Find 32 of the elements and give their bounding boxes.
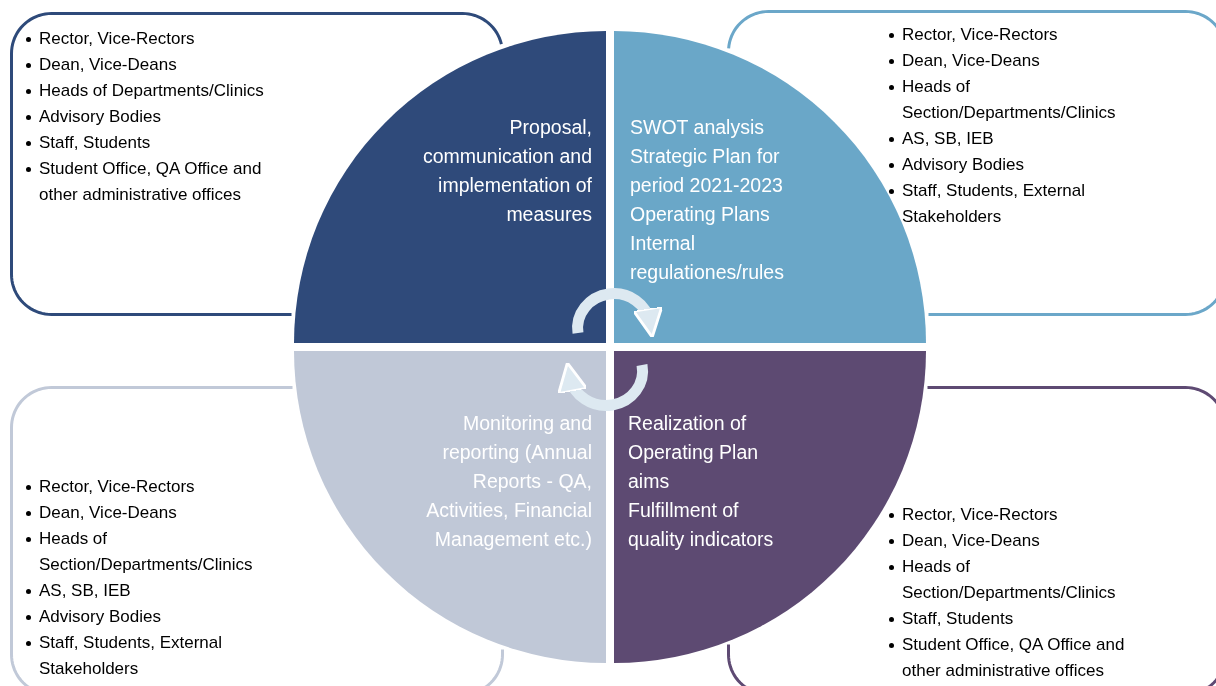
bullet-item: Staff, Students bbox=[902, 608, 1015, 630]
bullet-item: Staff, Students, External Stakeholders bbox=[39, 632, 223, 680]
bullet-item: Staff, Students bbox=[39, 132, 152, 154]
bullet-item: Dean, Vice-Deans bbox=[902, 530, 1041, 552]
bullet-item: Rector, Vice-Rectors bbox=[39, 476, 196, 498]
quadrant-text: Fulfillment of quality indicators bbox=[628, 498, 775, 552]
bullet-item: Staff, Students, External Stakeholders bbox=[902, 180, 1086, 228]
bullet-item: Rector, Vice-Rectors bbox=[39, 28, 196, 50]
bullet-item: Advisory Bodies bbox=[39, 106, 162, 128]
quadrant-text: Proposal, communication and implementation of measures bbox=[421, 115, 592, 227]
quadrant-text: Realization of Operating Plan aims bbox=[628, 411, 760, 494]
quadrant-text: Strategic Plan for period 2021-2023 bbox=[630, 144, 784, 198]
bullet-item: Dean, Vice-Deans bbox=[39, 502, 178, 524]
bullet-item: Dean, Vice-Deans bbox=[902, 50, 1041, 72]
bullet-item: Dean, Vice-Deans bbox=[39, 54, 178, 76]
bullet-item: Advisory Bodies bbox=[39, 606, 162, 628]
quadrant-text: Operating Plans bbox=[630, 202, 771, 227]
bullet-item: Student Office, QA Office and other administrative offices bbox=[39, 158, 263, 206]
bullet-item: Heads of Section/Departments/Clinics bbox=[902, 556, 1117, 604]
bullet-item: Heads of Departments/Clinics bbox=[39, 80, 265, 102]
bullet-item: Heads of Section/Departments/Clinics bbox=[39, 528, 254, 576]
bullet-item: Heads of Section/Departments/Clinics bbox=[902, 76, 1117, 124]
curved-arrow bbox=[558, 361, 648, 411]
bullet-item: AS, SB, IEB bbox=[902, 128, 995, 150]
bullet-item: Advisory Bodies bbox=[902, 154, 1025, 176]
quadrant-text: SWOT analysis bbox=[630, 115, 765, 140]
bullet-item: Rector, Vice-Rectors bbox=[902, 24, 1059, 46]
bullet-item: Rector, Vice-Rectors bbox=[902, 504, 1059, 526]
bullet-item: AS, SB, IEB bbox=[39, 580, 132, 602]
quadrant-text: Internal regulationes/rules bbox=[630, 231, 785, 285]
bullet-item: Student Office, QA Office and other administrative offices bbox=[902, 634, 1126, 682]
quadrant-text: Monitoring and reporting (Annual Reports - QA, Activities, Financial Management etc.) bbox=[425, 411, 592, 552]
